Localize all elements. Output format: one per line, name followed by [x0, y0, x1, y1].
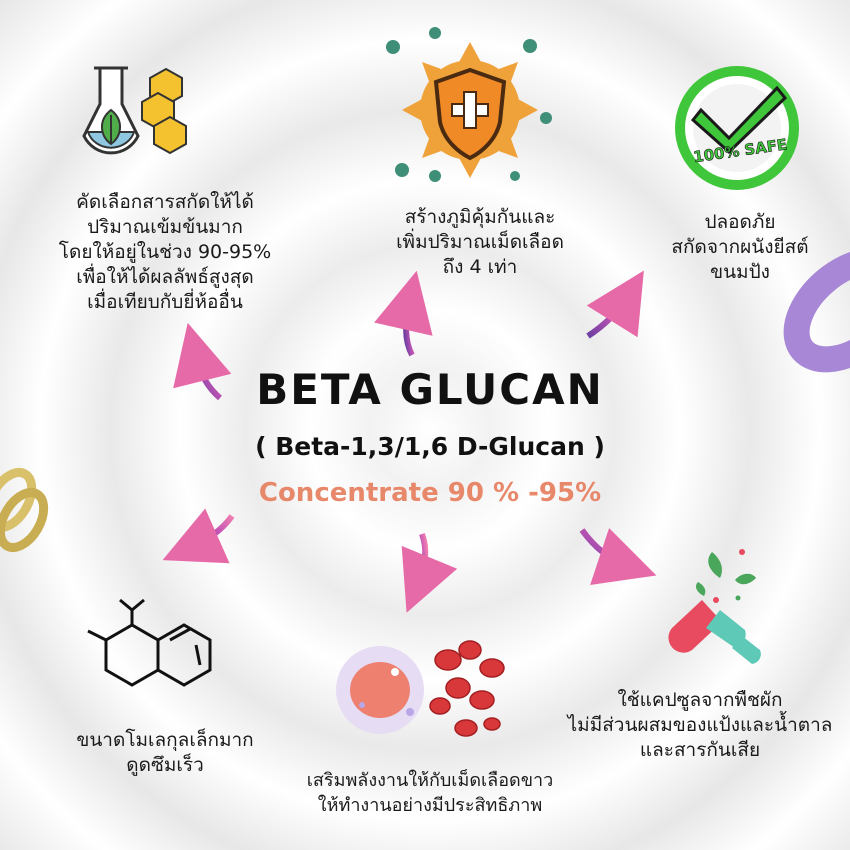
main-title: BETA GLUCAN: [256, 365, 604, 414]
immune-dots: [386, 27, 552, 182]
lab-flask-leaf-icon: [82, 66, 187, 155]
feature-line: ขนมปัง: [710, 261, 770, 283]
arrow-to-top-right: [586, 270, 644, 339]
feature-label-safe: ปลอดภัย สกัดจากผนังยีสต์ ขนมปัง: [640, 210, 840, 285]
feature-line: ไม่มีส่วนผสมของแป้งและน้ำตาล: [567, 714, 833, 736]
feature-line: สร้างภูมิคุ้มกันและ: [404, 206, 556, 228]
feature-line: เพิ่มปริมาณเม็ดเลือด: [396, 231, 564, 253]
immune-shield-icon: [402, 42, 538, 178]
arrow-to-bottom-right: [579, 528, 657, 585]
arrow-to-top: [374, 270, 433, 357]
feature-line: ดูดซึมเร็ว: [126, 754, 204, 776]
feature-line: ปลอดภัย: [704, 211, 776, 233]
blood-cells-icon: [336, 640, 505, 737]
feature-label-capsule: ใช้แคปซูลจากพืชผัก ไม่มีส่วนผสมของแป้งแล…: [555, 688, 845, 763]
feature-label-energy: เสริมพลังงานให้กับเม็ดเลือดขาว ให้ทำงานอ…: [270, 768, 590, 818]
concentrate-text: Concentrate 90 % -95%: [258, 478, 602, 508]
feature-line: และสารกันเสีย: [639, 739, 761, 761]
arrow-to-bottom: [401, 532, 458, 613]
safe-check-badge-icon: 100% SAFE: [675, 66, 799, 190]
feature-line: ถึง 4 เท่า: [442, 256, 518, 278]
feature-label-extract: คัดเลือกสารสกัดให้ได้ ปริมาณเข้มข้นมาก โ…: [40, 190, 290, 315]
feature-line: ใช้แคปซูลจากพืชผัก: [617, 689, 783, 711]
feature-label-molecule: ขนาดโมเลกุลเล็กมาก ดูดซึมเร็ว: [50, 728, 280, 778]
gold-spring-decoration: [0, 468, 49, 552]
feature-line: ให้ทำงานอย่างมีประสิทธิภาพ: [317, 795, 543, 816]
feature-line: โดยให้อยู่ในช่วง 90-95%: [58, 241, 272, 263]
feature-line: ขนาดโมเลกุลเล็กมาก: [76, 729, 254, 751]
vegetable-capsule-icon: [668, 549, 761, 664]
feature-line: เพื่อให้ได้ผลลัพธ์สูงสุด: [76, 266, 254, 288]
purple-ring-decoration: [783, 247, 850, 373]
feature-line: คัดเลือกสารสกัดให้ได้: [76, 191, 254, 213]
arrow-to-top-left: [173, 322, 232, 401]
feature-line: สกัดจากผนังยีสต์: [671, 236, 809, 258]
molecule-structure-icon: [87, 598, 212, 687]
feature-line: เสริมพลังงานให้กับเม็ดเลือดขาว: [306, 770, 554, 791]
feature-label-immunity: สร้างภูมิคุ้มกันและ เพิ่มปริมาณเม็ดเลือด…: [355, 205, 605, 280]
main-subtitle: ( Beta-1,3/1,6 D-Glucan ): [255, 432, 605, 461]
feature-line: ปริมาณเข้มข้นมาก: [87, 216, 243, 238]
feature-line: เมื่อเทียบกับยี่ห้ออื่น: [87, 291, 243, 313]
arrow-to-bottom-left: [162, 508, 235, 564]
